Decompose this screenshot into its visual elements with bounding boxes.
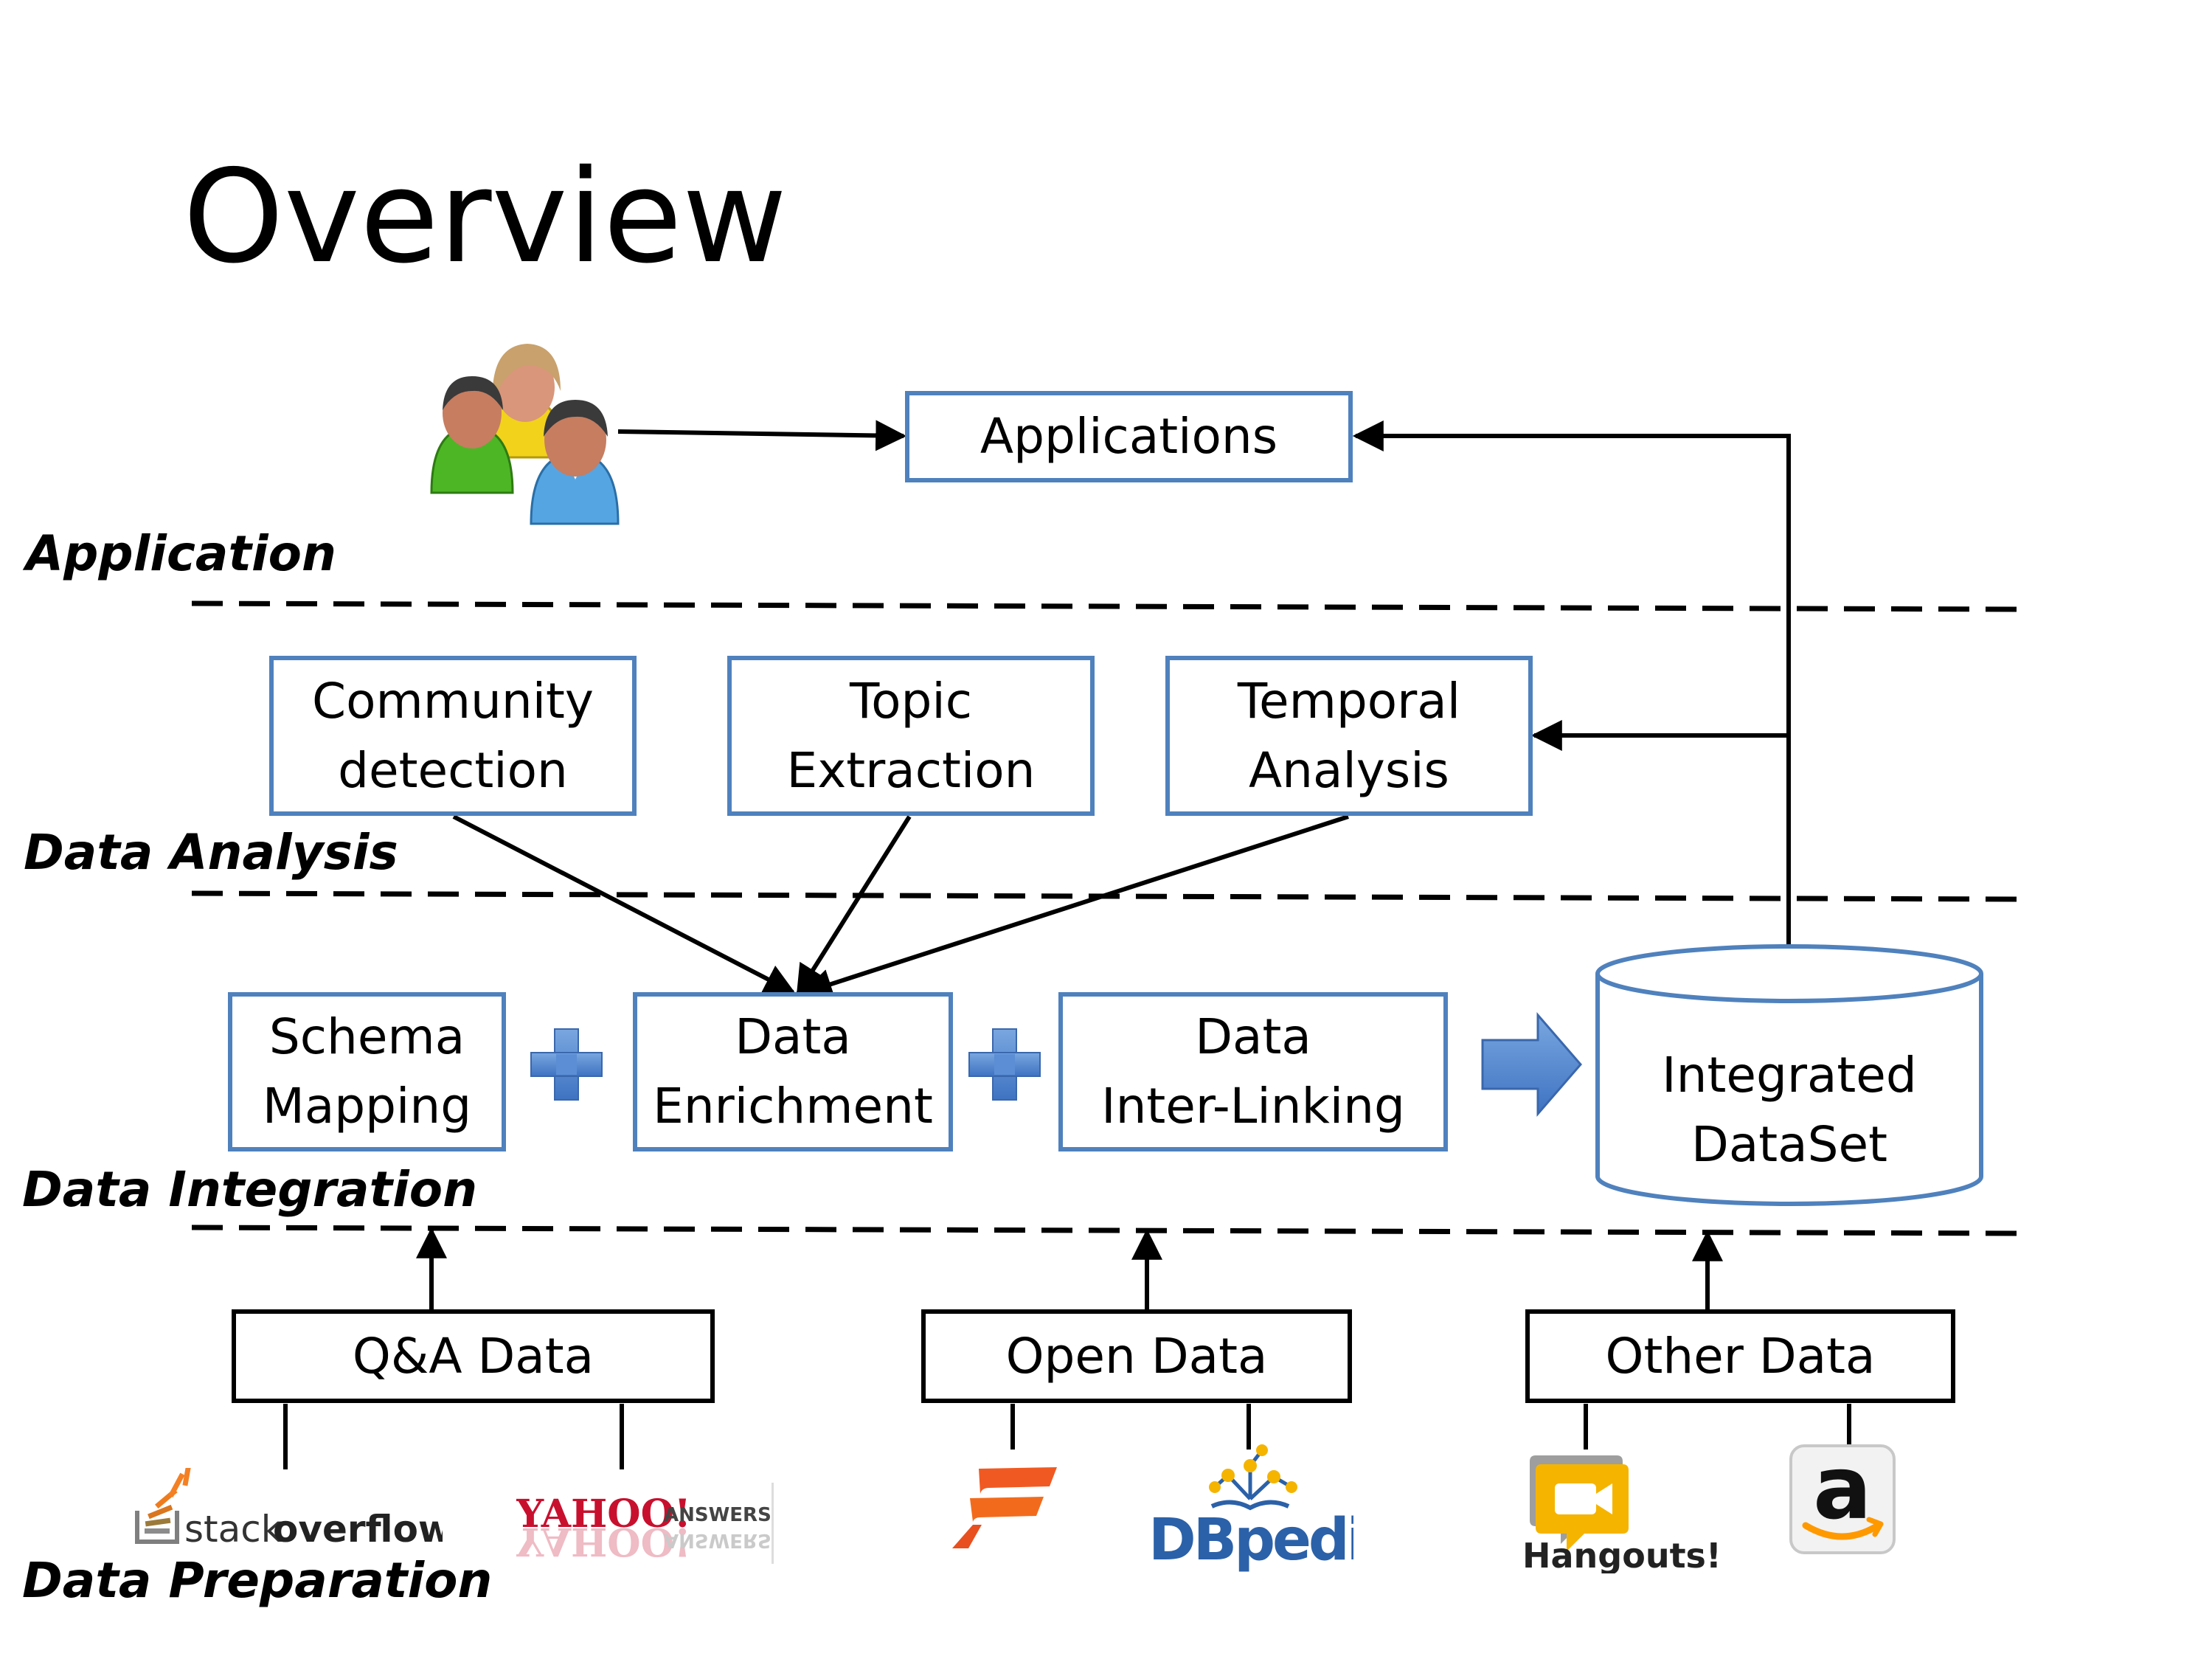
schema-mapping-box: Schema Mapping	[228, 992, 506, 1151]
layer-label-data-integration: Data Integration	[22, 1161, 478, 1218]
database-cylinder-icon	[1595, 944, 1983, 1206]
community-detection-box: Community detection	[269, 656, 637, 816]
stackoverflow-suffix: overflow	[273, 1508, 443, 1551]
plus-icon	[530, 1028, 603, 1101]
svg-text:ANSWERS: ANSWERS	[664, 1529, 772, 1551]
right-arrow-icon	[1481, 1011, 1582, 1118]
users-group-icon	[430, 344, 620, 525]
arrow-temporal-to-enrichment	[801, 814, 1349, 1000]
other-data-box: Other Data	[1525, 1309, 1955, 1403]
yahoo-brand: YAHOO!	[516, 1492, 691, 1537]
yahoo-answers-text: ANSWERS	[664, 1504, 772, 1526]
arrow-users-to-applications	[617, 420, 907, 451]
yahoo-answers-logo: YAHOO! ANSWERS YAHOO! ANSWERS	[516, 1483, 774, 1564]
line-dataset-upward	[1352, 420, 1791, 946]
topic-extraction-box: Topic Extraction	[727, 656, 1095, 816]
open-data-box: Open Data	[921, 1309, 1352, 1403]
plus-icon	[968, 1028, 1041, 1101]
dbpedia-logo: DBpedia	[1148, 1444, 1353, 1573]
qa-data-box: Q&A Data	[232, 1309, 715, 1403]
data-enrichment-box: Data Enrichment	[633, 992, 953, 1151]
separator-data-integration	[191, 1225, 2022, 1236]
page-title: Overview	[183, 142, 788, 292]
svg-text:YAHOO!: YAHOO!	[516, 1519, 691, 1564]
applications-box: Applications	[905, 391, 1353, 482]
dbpedia-wordmark: DBpedia	[1148, 1507, 1353, 1573]
separator-application	[191, 600, 2022, 612]
arrow-community-to-enrichment	[452, 814, 796, 994]
hangouts-logo: Hangouts!	[1522, 1455, 1719, 1573]
temporal-analysis-box: Temporal Analysis	[1165, 656, 1533, 816]
layer-label-application: Application	[26, 525, 336, 582]
amazon-letter: a	[1813, 1438, 1872, 1539]
arrow-topic-to-enrichment	[796, 815, 912, 997]
freebase-logo	[952, 1467, 1057, 1548]
stackoverflow-logo: stack overflow	[135, 1468, 443, 1551]
hangouts-wordmark: Hangouts!	[1522, 1536, 1719, 1573]
amazon-logo: a	[1789, 1438, 1896, 1554]
data-inter-linking-box: Data Inter-Linking	[1058, 992, 1448, 1151]
layer-label-data-analysis: Data Analysis	[24, 824, 398, 881]
stackoverflow-prefix: stack	[184, 1508, 282, 1551]
layer-label-data-preparation: Data Preparation	[22, 1552, 493, 1609]
integrated-dataset-label: Integrated DataSet	[1662, 1047, 1917, 1173]
